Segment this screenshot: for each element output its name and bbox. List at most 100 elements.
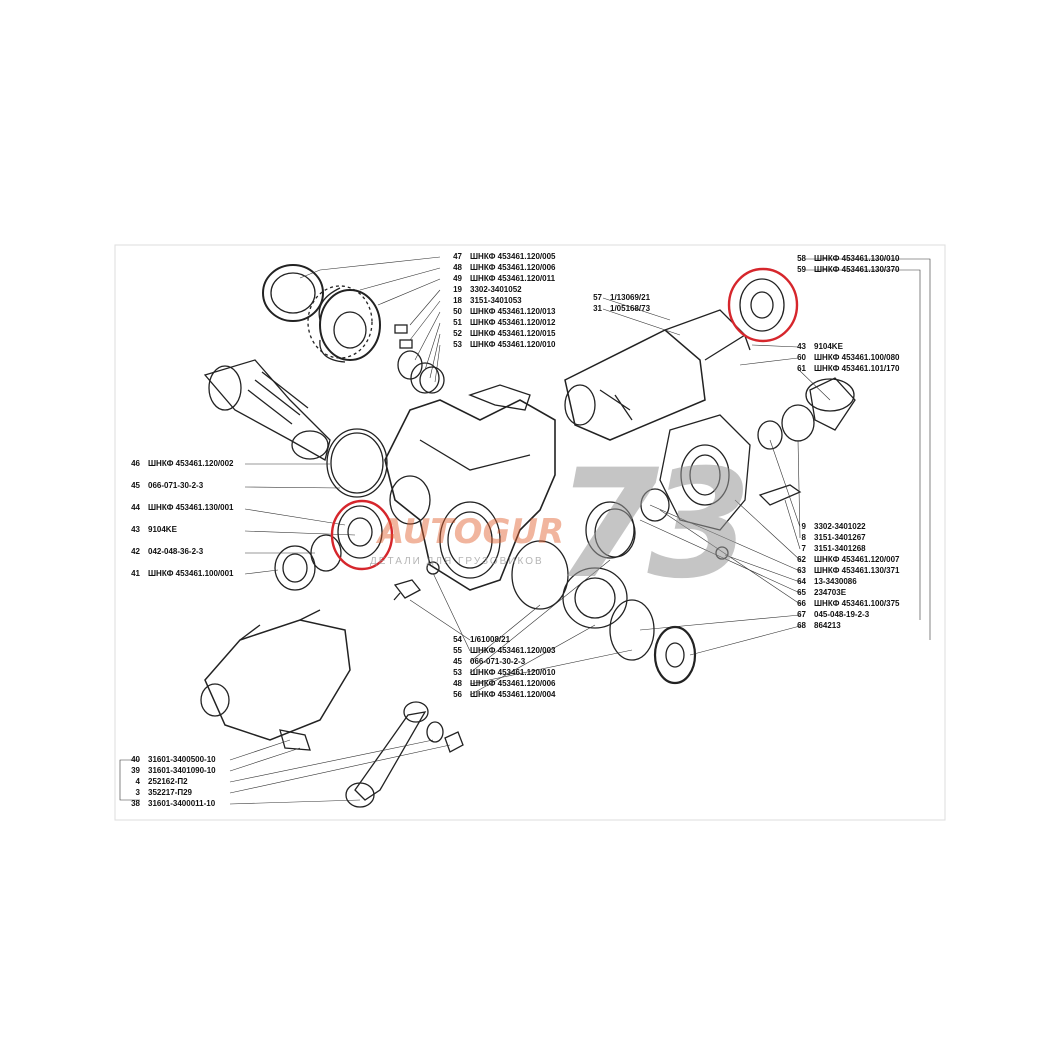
part-code: ШНКФ 453461.120/015 [470,329,556,338]
part-code: 042-048-36-2-3 [148,547,204,556]
part-code: ШНКФ 453461.100/001 [148,569,234,578]
side-cover-part-62 [659,414,751,531]
pitman-arm-part-38 [345,701,429,808]
part-number: 58 [797,254,806,263]
part-number: 47 [453,252,462,261]
steering-gear-assembly [200,609,351,751]
part-number: 60 [797,353,806,362]
part-number: 61 [797,364,806,373]
part-code: ШНКФ 453461.130/370 [814,265,900,274]
part-code: 3302-3401022 [814,522,866,531]
part-number: 64 [797,577,806,586]
part-label: 42 042-048-36-2-3 [118,547,203,556]
part-code: 066-071-30-2-3 [470,657,526,666]
part-code: 31601-3400011-10 [148,799,216,808]
part-label: 55 ШНКФ 453461.120/003 [440,646,555,655]
part-number: 57 [593,293,602,302]
seal-ring-part-45 [511,540,569,610]
part-code: ШНКФ 453461.120/010 [470,340,556,349]
part-number: 52 [453,329,462,338]
part-code: 045-048-19-2-3 [814,610,870,619]
part-number: 45 [131,481,140,490]
part-code: ШНКФ 453461.120/006 [470,679,556,688]
part-number: 44 [131,503,140,512]
pin-part-31 [744,335,751,351]
part-label: 58 ШНКФ 453461.130/010 [790,254,899,263]
part-number: 55 [453,646,462,655]
part-code: ШНКФ 453461.120/006 [470,263,556,272]
part-code: 234703E [814,588,847,597]
input-shaft-part-46 [203,359,331,461]
part-code: ШНКФ 453461.120/005 [470,252,556,261]
control-valve-part-57 [564,309,747,441]
o-ring-part-51 [397,350,423,380]
sleeve-part-61 [805,377,856,431]
piston-rings-part-53 [585,501,636,559]
bolt-part-7 [758,484,802,506]
part-code: ШНКФ 453461.120/012 [470,318,556,327]
part-number: 59 [797,265,806,274]
part-code: 252162-П2 [148,777,188,786]
snap-ring-part-47 [262,264,324,322]
part-code: ШНКФ 453461.101/170 [814,364,900,373]
part-code: 9104KE [814,342,843,351]
part-code: ШНКФ 453461.120/013 [470,307,556,316]
highlights [330,267,799,571]
part-code: 3151-3401053 [470,296,522,305]
gasket-ring [326,428,388,498]
part-number: 42 [131,547,140,556]
part-code: ШНКФ 453461.130/010 [814,254,900,263]
washer-part-8 [781,404,815,442]
highlight-circle-part-58 [727,267,799,343]
seal-cup-part-48 [307,285,381,363]
part-number: 67 [797,610,806,619]
part-code: ШНКФ 453461.120/003 [470,646,556,655]
watermark-brand: AUTOGUR [378,512,565,552]
part-label: 52 ШНКФ 453461.120/015 [440,329,555,338]
highlight-circle-part-44 [330,499,394,571]
snap-ring-part-48 [609,599,655,661]
part-label: 57 1/13069/21 [580,293,650,302]
part-number: 51 [453,318,462,327]
washer-part-4 [426,721,444,743]
part-number: 4 [135,777,140,786]
part-code: 1/05168/73 [610,304,651,313]
part-number: 40 [131,755,140,764]
plug-part-41 [274,545,316,591]
needle-bearing-part-44 [337,505,383,559]
part-label: 47 ШНКФ 453461.120/005 [440,252,555,261]
part-code: ШНКФ 453461.100/080 [814,353,900,362]
part-number: 46 [131,459,140,468]
part-code: 352217-П29 [148,788,193,797]
part-label: 61 ШНКФ 453461.101/170 [790,364,899,373]
bearing-part-66 [640,488,670,522]
part-number: 62 [797,555,806,564]
part-code: ШНКФ 453461.100/375 [814,599,900,608]
part-code: 1/13069/21 [610,293,651,302]
part-19 [394,324,408,334]
part-number: 43 [131,525,140,534]
steering-gear-housing [384,384,556,591]
part-code: 1/61008/21 [470,635,511,644]
